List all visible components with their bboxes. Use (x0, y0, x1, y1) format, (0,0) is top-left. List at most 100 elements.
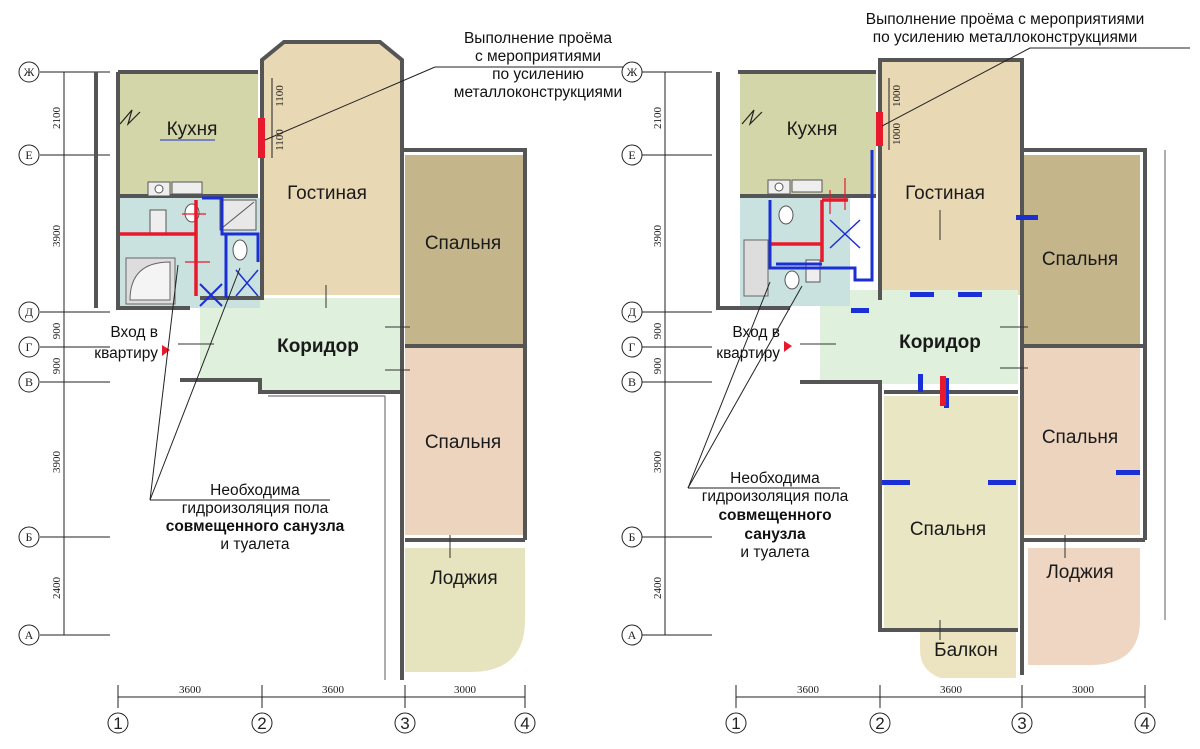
svg-text:совмещенного: совмещенного (718, 507, 831, 524)
partitions-blue-right (768, 150, 1140, 485)
loggia-area (405, 548, 525, 672)
bedroom-3-area-right (884, 396, 1018, 630)
svg-text:с мероприятиями: с мероприятиями (475, 48, 601, 65)
axis-b: Б (26, 530, 33, 544)
axis-e: Е (25, 148, 32, 162)
corridor-label: Коридор (277, 336, 359, 357)
right-row-axis-markers: Ж Е Д Г В Б А (621, 61, 643, 646)
living-room-label-right: Гостиная (905, 183, 985, 204)
dim-2100: 2100 (51, 107, 63, 130)
corridor-label-right: Коридор (899, 332, 981, 353)
axis-d: Д (25, 305, 33, 319)
corridor-area-right (820, 290, 1018, 384)
bedroom-2-label-right: Спальня (1042, 427, 1118, 448)
partitions-blue (199, 196, 260, 307)
axis-3-right: 3 (1017, 714, 1026, 733)
svg-text:по усилению металлоконструкция: по усилению металлоконструкциями (873, 29, 1138, 46)
dim-900-top: 900 (51, 322, 63, 339)
door-marks-right (800, 210, 1066, 640)
bedroom-3-label-right: Спальня (910, 519, 986, 540)
bedroom-2-area-right (1022, 348, 1140, 535)
bedroom-1-label-right: Спальня (1042, 249, 1118, 270)
axis-1-right: 1 (731, 714, 740, 733)
right-vertical-dimension-chain: 2100 3900 900 900 3900 2400 (642, 71, 712, 636)
kitchen-label: Кухня (167, 119, 218, 140)
bedroom-1-label: Спальня (425, 233, 501, 254)
ventilation-icon-right (741, 109, 763, 127)
loggia-label-right: Лоджия (1046, 562, 1113, 583)
ventilation-icon (119, 109, 141, 127)
svg-text:2100: 2100 (652, 107, 664, 130)
left-row-axis-markers: Ж Е Д Г В Б А (18, 61, 40, 646)
axis-zh: Ж (24, 65, 35, 79)
dim-1000-top: 1000 (891, 85, 903, 108)
living-room-area (264, 42, 400, 295)
svg-text:Ж: Ж (627, 65, 638, 79)
note-waterproofing-left: Необходима гидроизоляция пола совмещенно… (149, 264, 345, 553)
left-walls (94, 40, 527, 680)
bedroom-1-area-right (1022, 155, 1140, 345)
new-partitions-red (120, 118, 265, 296)
svg-text:Д: Д (628, 305, 636, 319)
note-opening-right: Выполнение проёма с мероприятиями по уси… (866, 11, 1190, 127)
left-plan: 2100 3900 900 900 3900 2400 Ж Е Д Г В Б … (18, 30, 640, 734)
entrance-arrow-icon (162, 345, 170, 356)
kitchen-area-right (740, 72, 876, 194)
note-waterproofing-right: Необходима гидроизоляция пола совмещенно… (687, 281, 849, 561)
entrance-label-right-line2: квартиру (716, 345, 780, 362)
balcony-area-right (920, 632, 1016, 678)
loggia-label: Лоджия (430, 568, 497, 589)
axis-4-left: 4 (520, 714, 529, 733)
svg-text:3600: 3600 (322, 684, 345, 696)
svg-text:Необходима: Необходима (730, 470, 820, 487)
svg-text:Выполнение проёма: Выполнение проёма (464, 30, 612, 47)
dim-1000-bottom: 1000 (891, 123, 903, 146)
note-opening-left: Выполнение проёма с мероприятиями по уси… (264, 30, 640, 141)
living-room-label: Гостиная (287, 183, 367, 204)
svg-text:А: А (628, 628, 637, 642)
kitchen-label-right: Кухня (787, 119, 838, 140)
right-horizontal-dimension-chain: 3600 3600 3000 1 2 3 4 (725, 684, 1156, 734)
living-room-area-right (882, 60, 1020, 295)
left-horizontal-dimension-chain: 3600 3600 3000 1 2 3 4 (107, 684, 536, 734)
svg-text:3000: 3000 (1072, 684, 1095, 696)
svg-text:Необходима: Необходима (210, 482, 300, 499)
axis-1-left: 1 (113, 714, 122, 733)
svg-text:3000: 3000 (454, 684, 477, 696)
dim-1100-top: 1100 (274, 85, 286, 107)
axis-2-left: 2 (257, 714, 266, 733)
svg-text:совмещенного санузла: совмещенного санузла (166, 518, 345, 535)
svg-text:3900: 3900 (652, 451, 664, 474)
svg-text:санузла: санузла (744, 526, 806, 543)
bedroom-1-area (405, 155, 523, 345)
entrance-label-line1: Вход в (110, 324, 158, 341)
svg-text:900: 900 (652, 357, 664, 374)
balcony-label-right: Балкон (934, 640, 998, 661)
right-walls (716, 58, 1166, 675)
svg-text:и туалета: и туалета (220, 536, 290, 553)
svg-text:3600: 3600 (940, 684, 963, 696)
bedroom-2-area (405, 348, 523, 535)
dim-1100-bottom: 1100 (274, 129, 286, 151)
axis-a: А (25, 628, 34, 642)
svg-text:Е: Е (628, 148, 635, 162)
svg-text:Выполнение проёма с мероприяти: Выполнение проёма с мероприятиями (866, 11, 1144, 28)
right-plan: 2100 3900 900 900 3900 2400 Ж Е Д Г В Б … (621, 11, 1190, 734)
entrance-label-right-line1: Вход в (732, 324, 780, 341)
svg-text:3900: 3900 (652, 225, 664, 248)
corridor-area (200, 298, 400, 392)
dim-3900-top: 3900 (51, 225, 63, 248)
axis-v: В (25, 375, 33, 389)
svg-text:3600: 3600 (797, 684, 820, 696)
bedroom-2-label: Спальня (425, 432, 501, 453)
svg-text:В: В (628, 375, 636, 389)
svg-text:Б: Б (629, 530, 636, 544)
axis-3-left: 3 (400, 714, 409, 733)
axis-2-right: 2 (875, 714, 884, 733)
svg-text:металлоконструкциями: металлоконструкциями (454, 84, 622, 101)
svg-text:Г: Г (629, 340, 636, 354)
dim-900-bottom: 900 (51, 357, 63, 374)
svg-text:3600: 3600 (179, 684, 202, 696)
new-partitions-red-right (770, 112, 883, 262)
